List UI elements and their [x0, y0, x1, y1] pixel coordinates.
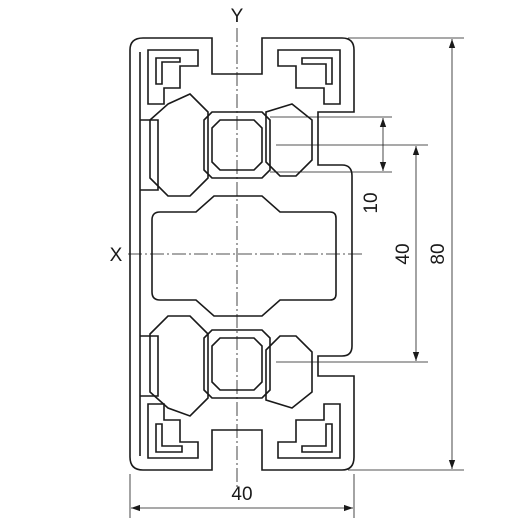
- central-cavity: [151, 195, 337, 317]
- web-upper-left: [149, 93, 209, 197]
- web-lower-right: [265, 335, 313, 409]
- width-dim-label: 40: [231, 484, 252, 505]
- x-axis-label: X: [110, 245, 123, 266]
- profile-outline: [129, 37, 355, 471]
- corner-channel-tl: [147, 49, 199, 105]
- corner-l-br: [301, 423, 333, 453]
- axes: [128, 28, 362, 488]
- dimension-lines: [129, 37, 464, 518]
- center-slot-lower-inner: [211, 337, 263, 391]
- web-lower-left: [149, 315, 209, 417]
- left-notch-lower: [140, 335, 159, 397]
- corner-l-tr: [301, 57, 333, 85]
- corner-channel-bl: [147, 403, 199, 459]
- corner-l-bl: [155, 423, 183, 453]
- web-upper-right: [265, 103, 313, 177]
- slot-dim-label: 10: [361, 192, 382, 213]
- pitch-dim-label: 40: [393, 243, 414, 264]
- left-notch-upper: [140, 119, 159, 191]
- outer-contour: [129, 37, 355, 471]
- height-dim-label: 80: [428, 243, 449, 264]
- corner-l-tl: [155, 57, 181, 85]
- center-slot-upper: [203, 111, 271, 179]
- center-slot-upper-inner: [211, 119, 263, 171]
- y-axis-label: Y: [231, 6, 244, 27]
- corner-channel-br: [277, 403, 341, 459]
- center-slot-lower: [203, 329, 271, 399]
- corner-channel-tr: [277, 49, 341, 105]
